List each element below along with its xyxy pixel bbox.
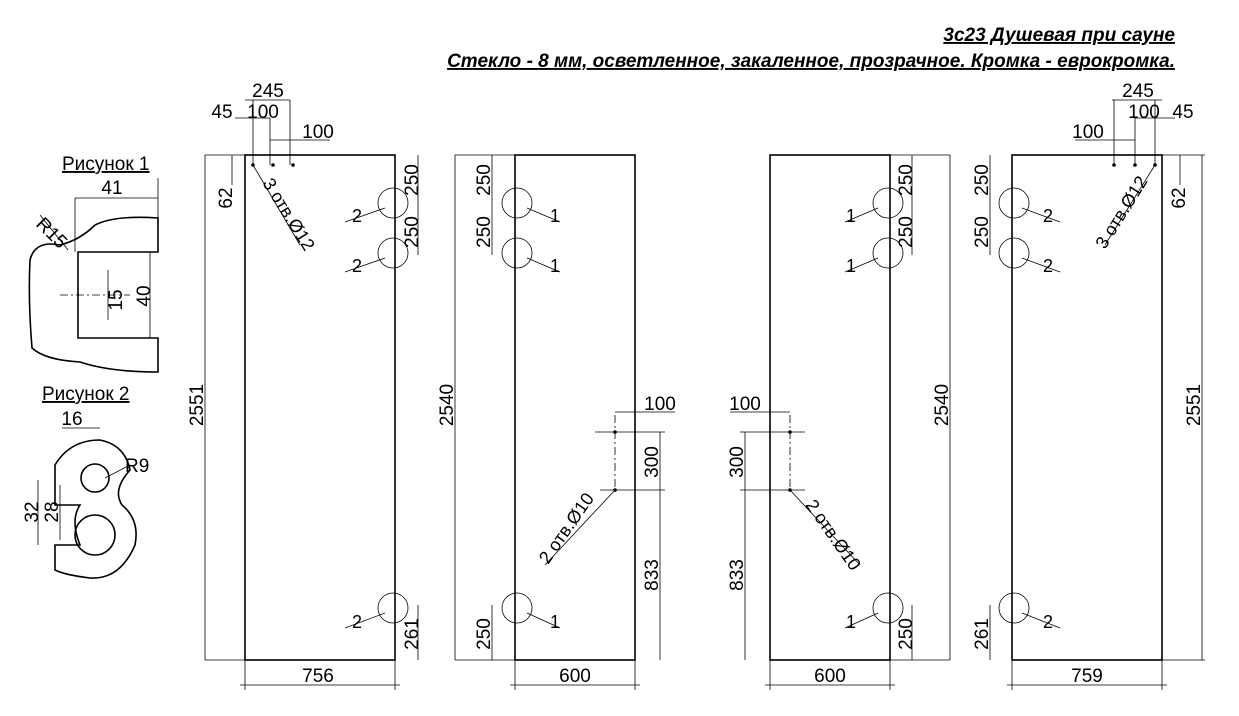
panel-4-hinge-label-b: 2 <box>1043 256 1053 276</box>
panel-3-hinge-cutout-bottom <box>872 592 904 624</box>
panel-2-hinge-cutout-mid <box>501 237 533 269</box>
panel-1-dim-100b: 100 <box>302 122 334 143</box>
panel-1-hinge-cutout-mid <box>377 237 409 269</box>
panel-1-width: 756 <box>302 666 334 687</box>
panel-1-dim-100a: 100 <box>247 102 279 123</box>
panel-2-dim-300: 300 <box>642 446 663 478</box>
panel-3-dim-100: 100 <box>729 394 761 415</box>
panel-3-dim-250b: 250 <box>896 216 917 248</box>
panel-4-outline <box>1011 154 1163 661</box>
panel-1-dim-245: 245 <box>252 81 284 102</box>
figure-2: Рисунок 2 16 R9 32 28 <box>22 384 149 579</box>
panel-2-hinge-label-a: 1 <box>550 206 560 226</box>
panel-3-hinge-cutout-mid <box>872 237 904 269</box>
glass-panel-2: 2540 600 1 1 1 250 250 250 100 300 833 2… <box>437 154 676 690</box>
figure-2-dim-r9: R9 <box>125 456 149 477</box>
panel-3-dim-250a: 250 <box>896 164 917 196</box>
figure-1-dim-15: 15 <box>106 289 127 310</box>
panel-1-hinge-cutout-bottom <box>377 592 409 624</box>
panel-4-hinge-label-a: 2 <box>1043 206 1053 226</box>
panel-3-dim-300: 300 <box>727 446 748 478</box>
glass-panel-4: 2551 759 245 45 100 100 62 3 отв.Ø12 2 2… <box>972 81 1205 690</box>
figure-2-cutout-outline <box>54 439 137 579</box>
panel-1-dim-261: 261 <box>402 618 423 650</box>
panel-3-hinge-label-a: 1 <box>846 206 856 226</box>
panel-2-hinge-cutout-bottom <box>501 592 533 624</box>
panel-3-dim-833: 833 <box>727 559 748 591</box>
figure-1: Рисунок 1 41 R15 15 40 <box>28 154 159 373</box>
panel-4-dim-100a: 100 <box>1128 102 1160 123</box>
panel-1-height: 2551 <box>187 384 208 426</box>
figure-1-title: Рисунок 1 <box>62 154 150 175</box>
panel-1-hinge-cutout-top <box>377 187 409 219</box>
glass-panel-3: 2540 600 1 1 1 250 250 250 100 300 833 2… <box>727 154 953 690</box>
panel-1-dim-250a: 250 <box>402 164 423 196</box>
panel-3-hinge-cutout-top <box>872 187 904 219</box>
panel-2-dim-250c: 250 <box>474 618 495 650</box>
panel-1-dim-62: 62 <box>216 187 237 208</box>
panel-3-dim-250c: 250 <box>896 618 917 650</box>
glass-panel-1: 2551 756 245 45 100 100 62 3 отв.Ø12 2 2… <box>187 81 423 690</box>
panel-4-dim-245: 245 <box>1122 81 1154 102</box>
header-spec: Стекло - 8 мм, осветленное, закаленное, … <box>447 51 1175 72</box>
panel-4-dim-100b: 100 <box>1072 122 1104 143</box>
figure-1-dim-41: 41 <box>101 178 122 199</box>
panel-1-hinge-label-a: 2 <box>352 206 362 226</box>
panel-2-hinge-label-b: 1 <box>550 256 560 276</box>
panel-2-height: 2540 <box>437 384 458 426</box>
panel-1-outline <box>244 154 396 661</box>
panel-1-holes-note: 3 отв.Ø12 <box>259 175 319 255</box>
panel-4-hinge-cutout-bottom <box>998 592 1030 624</box>
panel-2-outline <box>514 154 636 661</box>
panel-3-height: 2540 <box>932 384 953 426</box>
panel-4-height: 2551 <box>1184 384 1205 426</box>
panel-2-hinge-cutout-top <box>501 187 533 219</box>
figure-2-title: Рисунок 2 <box>42 384 130 405</box>
panel-2-dim-833: 833 <box>642 559 663 591</box>
panel-3-hinge-label-c: 1 <box>846 612 856 632</box>
figure-1-dim-40: 40 <box>134 285 155 306</box>
panel-4-dim-62: 62 <box>1169 187 1190 208</box>
panel-4-width: 759 <box>1071 666 1103 687</box>
figure-2-dim-32: 32 <box>22 501 43 522</box>
panel-3-outline <box>769 154 891 661</box>
panel-2-dim-100: 100 <box>644 394 676 415</box>
figure-1-cutout-outline <box>28 216 159 373</box>
panel-2-dim-250b: 250 <box>474 216 495 248</box>
panel-1-dim-250b: 250 <box>402 216 423 248</box>
panel-2-dim-250a: 250 <box>474 164 495 196</box>
panel-1-hinge-label-b: 2 <box>352 256 362 276</box>
panel-4-hinge-cutout-top <box>998 187 1030 219</box>
header-title: 3с23 Душевая при сауне <box>943 25 1175 46</box>
panel-4-dim-45: 45 <box>1172 102 1193 123</box>
panel-4-dim-261: 261 <box>972 618 993 650</box>
panel-4-holes-note: 3 отв.Ø12 <box>1091 172 1151 252</box>
panel-1-hinge-label-c: 2 <box>352 612 362 632</box>
panel-3-width: 600 <box>814 666 846 687</box>
panel-2-hinge-label-c: 1 <box>550 612 560 632</box>
panel-2-width: 600 <box>559 666 591 687</box>
panel-3-holes-note: 2 отв.Ø10 <box>802 496 865 574</box>
figure-2-dim-28: 28 <box>42 501 63 522</box>
panel-4-hinge-cutout-mid <box>998 237 1030 269</box>
panel-3-hinge-label-b: 1 <box>846 256 856 276</box>
panel-4-hinge-label-c: 2 <box>1043 612 1053 632</box>
panel-4-dim-250a: 250 <box>972 164 993 196</box>
panel-4-dim-250b: 250 <box>972 216 993 248</box>
panel-1-dim-45: 45 <box>211 102 232 123</box>
figure-2-dim-16: 16 <box>61 409 82 430</box>
panel-2-holes-note: 2 отв.Ø10 <box>535 489 598 567</box>
